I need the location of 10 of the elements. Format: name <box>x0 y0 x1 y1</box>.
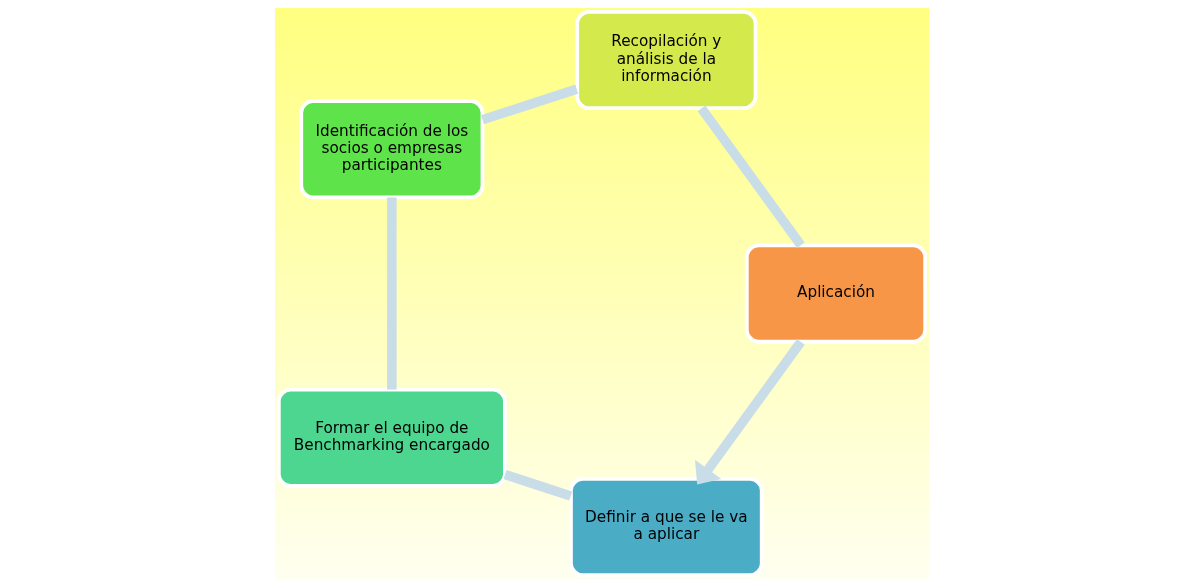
connector <box>387 197 397 390</box>
connector <box>503 470 573 501</box>
connector <box>481 84 579 125</box>
node-box: Formar el equipo de Benchmarking encargado <box>276 387 507 488</box>
node-box: Recopilación y análisis de la información <box>575 9 758 111</box>
node-box: Definir a que se le va a aplicar <box>569 476 764 578</box>
connector <box>697 105 805 248</box>
node-box: Aplicación <box>744 243 928 344</box>
arrow <box>694 339 805 485</box>
node-box: Identificación de los socios o empresas participantes <box>299 99 485 200</box>
